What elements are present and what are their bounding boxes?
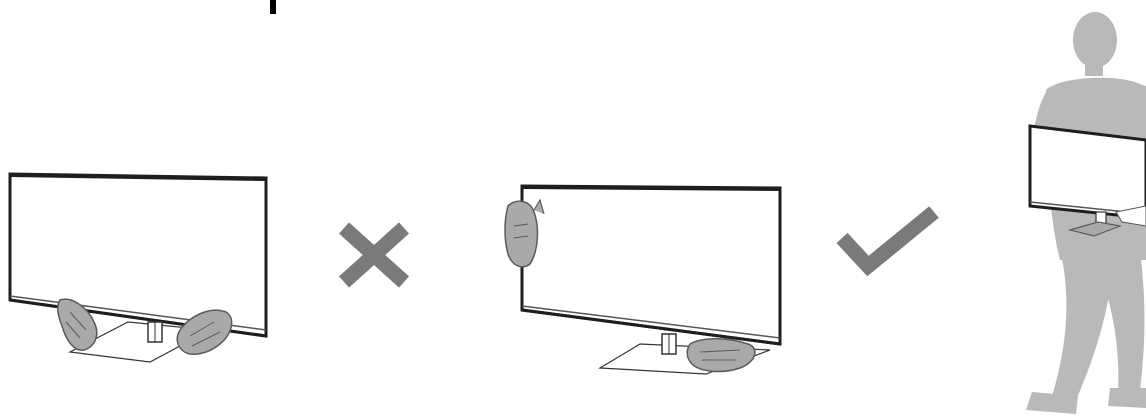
tv-front-view [10, 174, 266, 336]
tv-screen [10, 174, 266, 336]
hand-base-icon [687, 339, 755, 372]
tv-front-view [522, 186, 780, 344]
panel-carry [1026, 12, 1146, 414]
tv-screen [522, 186, 780, 344]
cross-icon [344, 228, 404, 282]
cropped-glyph-fragment [270, 0, 276, 14]
panel-right [505, 186, 780, 374]
check-icon [842, 212, 934, 266]
panel-wrong [10, 174, 266, 362]
